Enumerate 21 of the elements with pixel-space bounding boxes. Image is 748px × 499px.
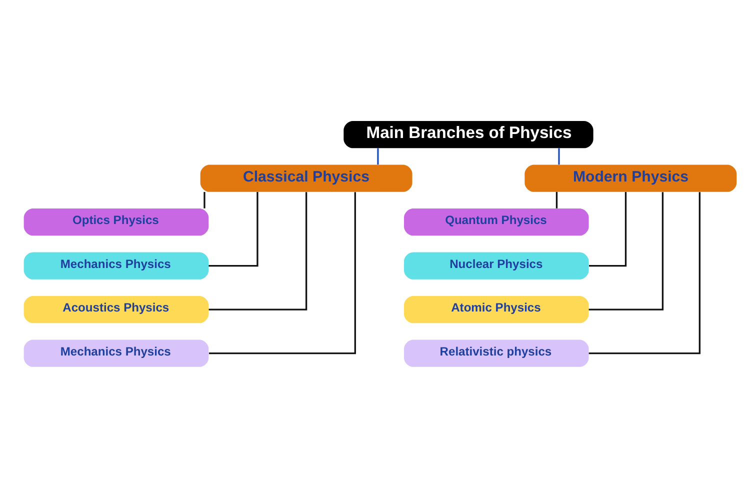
node-box: Optics Physics bbox=[24, 208, 209, 236]
connector bbox=[558, 148, 560, 164]
connector bbox=[588, 192, 700, 354]
connector bbox=[377, 148, 379, 164]
node-box: Mechanics Physics bbox=[24, 252, 209, 279]
node-box: Main Branches of Physics bbox=[344, 120, 594, 148]
node-box: Relativistic physics bbox=[404, 339, 589, 366]
connector bbox=[208, 192, 356, 354]
connector bbox=[208, 192, 308, 310]
node-box: Modern Physics bbox=[524, 164, 737, 192]
connector bbox=[588, 192, 664, 310]
connector bbox=[204, 191, 206, 208]
node-box: Acoustics Physics bbox=[24, 296, 209, 323]
node-box: Quantum Physics bbox=[404, 208, 589, 236]
connector bbox=[556, 191, 558, 208]
connector bbox=[589, 192, 627, 266]
node-box: Classical Physics bbox=[200, 164, 412, 192]
node-box: Nuclear Physics bbox=[404, 252, 589, 279]
connector bbox=[208, 192, 258, 266]
node-box: Mechanics Physics bbox=[24, 339, 209, 366]
node-box: Atomic Physics bbox=[404, 296, 589, 323]
